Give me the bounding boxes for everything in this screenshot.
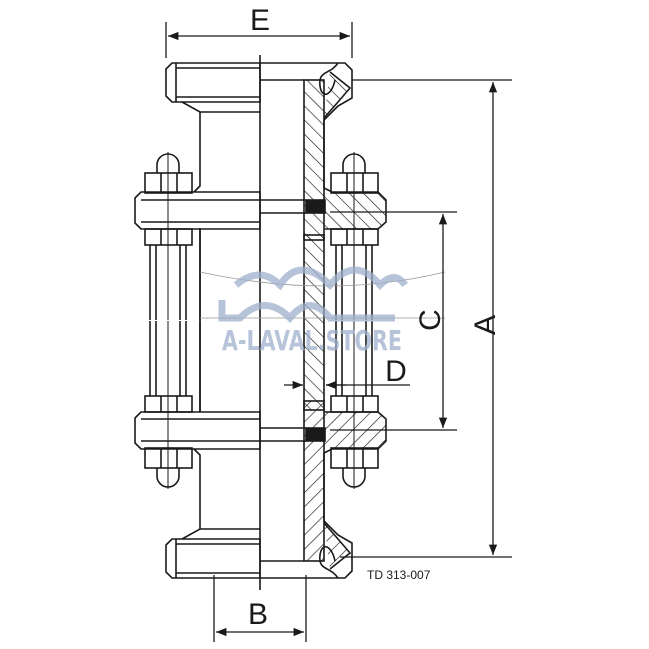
dimension-label-b: B — [248, 598, 268, 631]
dimension-label-d: D — [385, 355, 407, 388]
dimension-label-e: E — [250, 4, 270, 37]
drawing-number: TD 313-007 — [367, 568, 431, 582]
watermark-logo — [218, 266, 408, 324]
dimension-lines — [165, 22, 512, 642]
watermark-text: A-LAVAL.STORE — [222, 324, 402, 357]
dimension-label-c: C — [414, 309, 447, 331]
dimension-label-a: A — [469, 315, 502, 335]
